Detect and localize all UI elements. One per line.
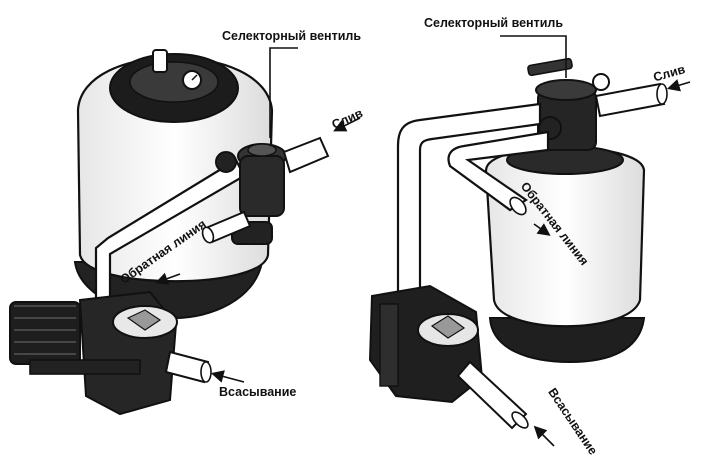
right-selector-valve [527, 57, 610, 151]
left-selector-valve [215, 143, 287, 245]
left-filter-assembly [9, 47, 361, 416]
left-lid-knob [152, 49, 168, 73]
left-selector-valve-label: Селекторный вентиль [222, 29, 362, 43]
right-return-arrow [533, 223, 551, 236]
right-suction-pipe [456, 360, 528, 430]
right-tank-inlet-pipe [447, 130, 550, 212]
left-pump [9, 290, 212, 416]
right-pump [368, 284, 529, 430]
left-return-arrow [154, 272, 181, 285]
right-filter-assembly [368, 35, 691, 447]
right-pressure-gauge-icon [592, 73, 610, 91]
right-tank-base [488, 317, 646, 364]
left-suction-arrow [210, 370, 245, 383]
right-valve-leader-line [500, 35, 567, 78]
right-drain-arrow [666, 79, 691, 92]
left-drain-arrow [333, 117, 361, 132]
right-selector-valve-label: Селекторный вентиль [424, 16, 564, 30]
left-valve-leader-line [269, 47, 298, 138]
left-suction-label: Всасывание [219, 385, 297, 399]
left-drain-pipe [282, 136, 330, 174]
right-suction-arrow [533, 425, 555, 447]
